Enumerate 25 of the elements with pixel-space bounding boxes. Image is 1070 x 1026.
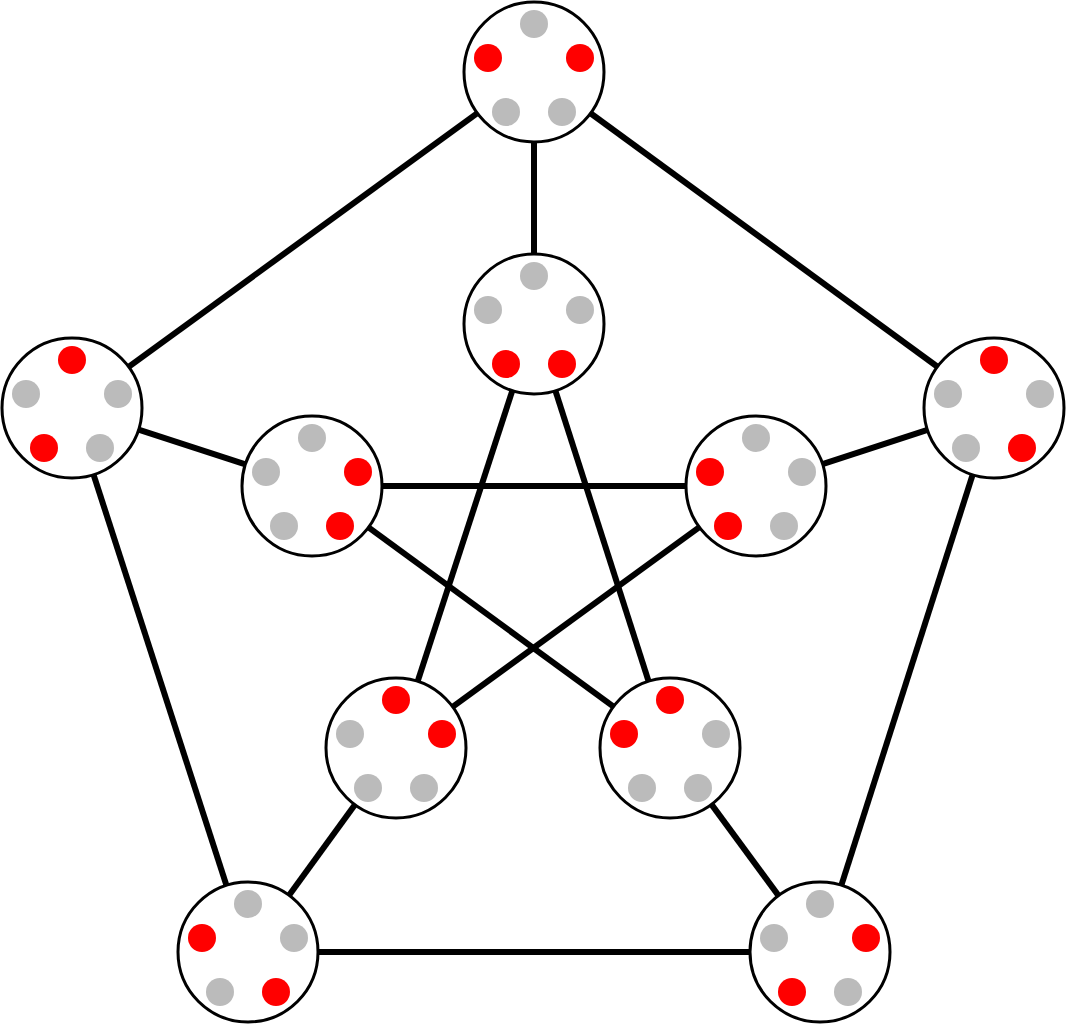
edge-line [588,110,940,370]
vertex-circle [324,676,468,820]
edge-line [286,802,358,898]
vertex-circle [176,880,320,1024]
edge-line [838,473,976,887]
edge-line [552,389,652,683]
edge-line [414,389,516,683]
edge-line [450,524,702,710]
vertex-circle [240,414,384,558]
edge-line [531,142,537,254]
vertex-circle [462,0,606,144]
vertex-circle [922,336,1066,480]
edge-line [90,473,230,887]
vertex-circle [462,252,606,396]
vertex-circle [0,336,144,480]
edge-line [137,426,247,468]
edge-line [821,426,929,468]
edge-line [126,110,480,370]
vertex-circle [684,414,828,558]
vertex-circle [598,676,742,820]
edge-line [366,524,616,710]
edge-line [382,483,686,489]
vertex-circle [748,880,892,1024]
edge-line [318,949,750,955]
edge-line [709,802,781,898]
